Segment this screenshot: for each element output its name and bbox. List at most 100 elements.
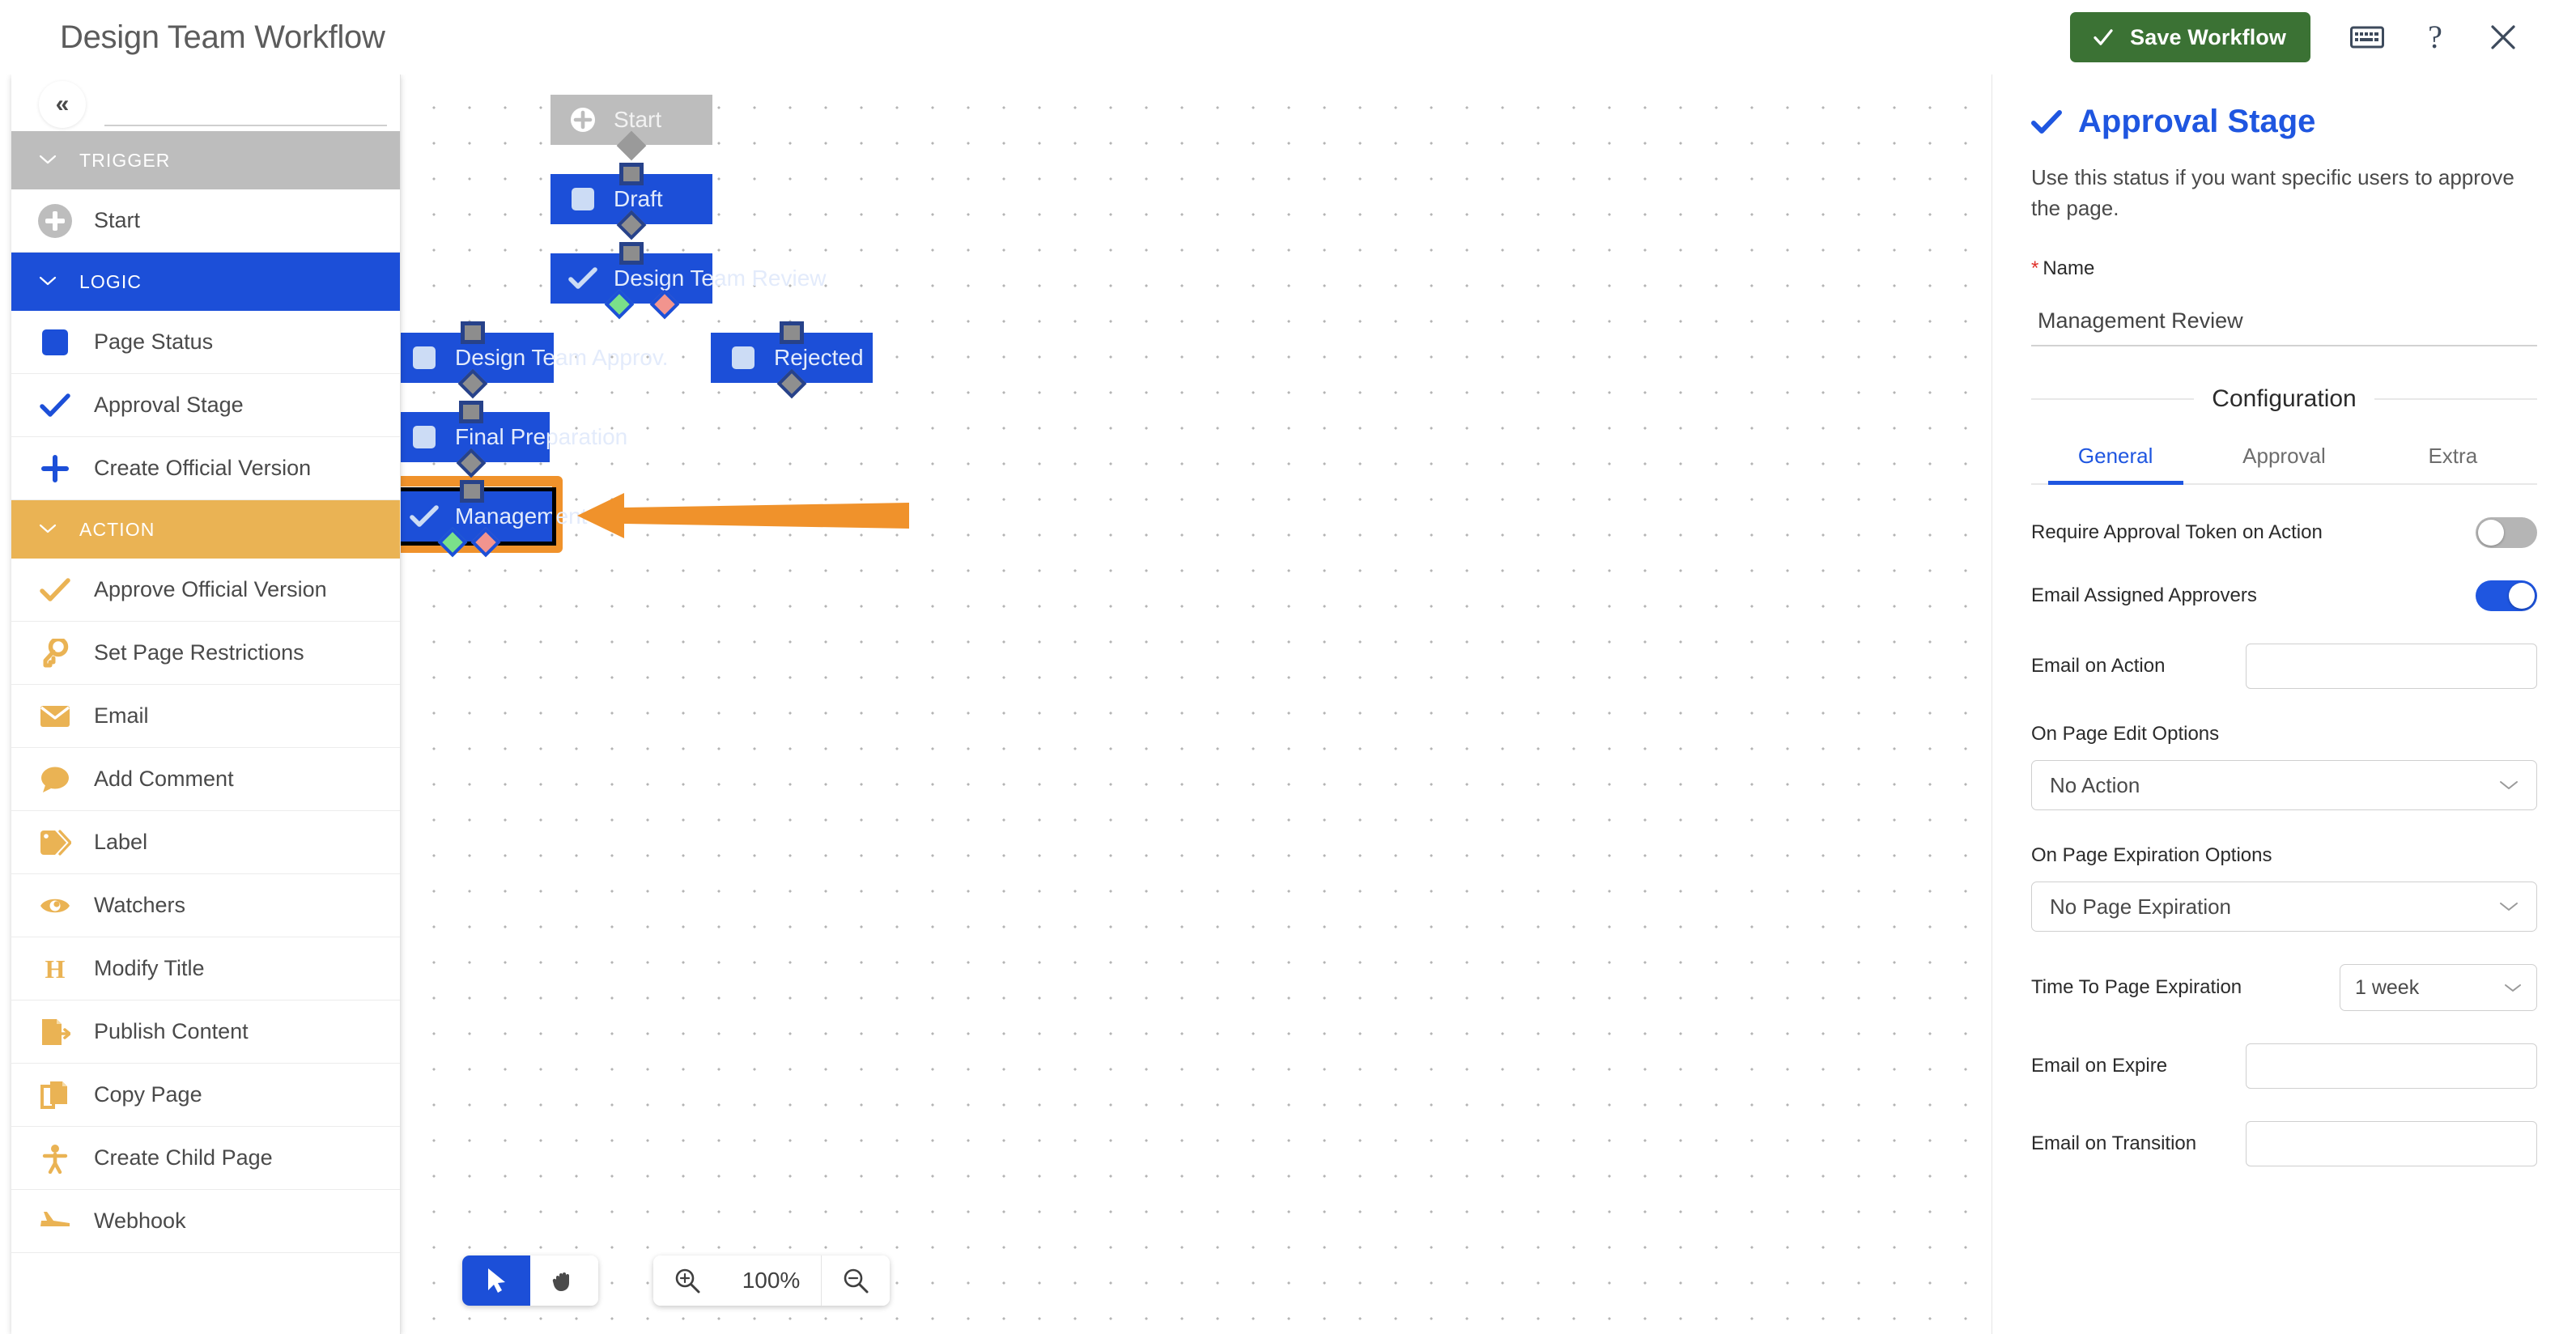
configuration-tabs: General Approval Extra bbox=[2031, 444, 2537, 486]
sidebar-section-label: LOGIC bbox=[79, 270, 142, 292]
sidebar-item-create-official-version[interactable]: Create Official Version bbox=[11, 437, 400, 500]
tag-icon bbox=[34, 825, 76, 860]
tab-approval[interactable]: Approval bbox=[2242, 444, 2326, 469]
node-connector-in[interactable] bbox=[619, 242, 644, 265]
sidebar-item-label: Approval Stage bbox=[94, 393, 244, 417]
on-page-expiration-options-select[interactable]: No Page Expiration bbox=[2031, 882, 2537, 933]
zoom-in-icon bbox=[675, 1268, 700, 1294]
on-page-edit-options-select[interactable]: No Action bbox=[2031, 760, 2537, 811]
sidebar-item-email[interactable]: Email bbox=[11, 685, 400, 748]
sidebar-item-create-child-page[interactable]: Create Child Page bbox=[11, 1127, 400, 1190]
sidebar-item-approval-stage[interactable]: Approval Stage bbox=[11, 374, 400, 437]
copy-icon bbox=[34, 1077, 76, 1113]
check-icon bbox=[34, 572, 76, 608]
node-connector-out[interactable] bbox=[776, 368, 807, 399]
keyboard-icon bbox=[2350, 26, 2384, 49]
check-icon bbox=[2094, 29, 2113, 45]
zoom-out-icon bbox=[844, 1268, 869, 1294]
cursor-arrow-icon bbox=[488, 1268, 505, 1293]
sidebar-item-label: Label bbox=[94, 830, 148, 854]
email-on-expire-input[interactable] bbox=[2246, 1043, 2537, 1090]
require-approval-token-row: Require Approval Token on Action bbox=[2031, 517, 2537, 549]
required-asterisk: * bbox=[2031, 257, 2039, 280]
email-assigned-approvers-toggle[interactable] bbox=[2476, 580, 2537, 612]
hand-icon bbox=[552, 1272, 569, 1291]
keyboard-shortcuts-button[interactable] bbox=[2333, 9, 2401, 66]
email-on-action-input[interactable] bbox=[2246, 644, 2537, 690]
pointer-tool-button[interactable] bbox=[462, 1255, 530, 1306]
email-on-transition-input[interactable] bbox=[2246, 1121, 2537, 1167]
canvas-node-final-preparation[interactable]: Final Preparation bbox=[401, 401, 627, 478]
email-on-expire-row: Email on Expire bbox=[2031, 1043, 2537, 1090]
sidebar-section-label: TRIGGER bbox=[79, 149, 171, 171]
canvas-node-draft[interactable]: Draft bbox=[550, 163, 712, 240]
check-icon bbox=[34, 388, 76, 423]
zoom-in-button[interactable] bbox=[653, 1255, 721, 1306]
sidebar-item-webhook[interactable]: Webhook bbox=[11, 1190, 400, 1253]
zoom-control-group: 100% bbox=[653, 1255, 890, 1306]
sidebar-item-label: Email bbox=[94, 703, 149, 728]
node-connector-out[interactable] bbox=[616, 130, 647, 161]
tab-general[interactable]: General bbox=[2031, 444, 2200, 486]
node-connector-out[interactable] bbox=[456, 448, 486, 478]
node-connector-in[interactable] bbox=[458, 401, 483, 423]
help-button[interactable]: ? bbox=[2401, 9, 2469, 66]
sidebar-item-start[interactable]: Start bbox=[11, 189, 400, 253]
envelope-icon bbox=[34, 699, 76, 734]
sidebar-item-label: Add Comment bbox=[94, 767, 234, 791]
sidebar-item-modify-title[interactable]: H Modify Title bbox=[11, 937, 400, 1000]
canvas-node-management-review[interactable]: Management Review bbox=[401, 480, 668, 558]
page-title: Design Team Workflow bbox=[60, 19, 385, 55]
zoom-out-button[interactable] bbox=[822, 1255, 890, 1306]
node-connector-approve[interactable] bbox=[604, 289, 635, 320]
node-connector-reject[interactable] bbox=[649, 289, 680, 320]
time-to-page-expiration-select[interactable]: 1 week bbox=[2340, 964, 2537, 1012]
require-approval-token-toggle[interactable] bbox=[2476, 517, 2537, 549]
tab-extra[interactable]: Extra bbox=[2428, 444, 2478, 469]
sidebar-item-label: Create Official Version bbox=[94, 456, 312, 480]
toggle-knob bbox=[2509, 583, 2535, 610]
node-connector-in[interactable] bbox=[780, 321, 804, 344]
zoom-level-value[interactable]: 100% bbox=[721, 1255, 822, 1306]
sidebar-item-label[interactable]: Label bbox=[11, 811, 400, 874]
canvas-node-design-team-approved[interactable]: Design Team Approv. bbox=[401, 321, 669, 399]
node-connector-in[interactable] bbox=[619, 163, 644, 185]
sidebar-item-add-comment[interactable]: Add Comment bbox=[11, 748, 400, 811]
node-connector-in[interactable] bbox=[460, 480, 484, 503]
sidebar-item-label: Create Child Page bbox=[94, 1145, 273, 1170]
name-input[interactable] bbox=[2031, 296, 2537, 347]
sidebar-item-publish-content[interactable]: Publish Content bbox=[11, 1000, 400, 1064]
node-connector-out[interactable] bbox=[616, 210, 647, 240]
canvas-node-rejected[interactable]: Rejected bbox=[711, 321, 873, 399]
search-input[interactable] bbox=[104, 125, 387, 126]
sidebar-item-copy-page[interactable]: Copy Page bbox=[11, 1064, 400, 1127]
email-on-transition-label: Email on Transition bbox=[2031, 1132, 2197, 1155]
sidebar-item-page-status[interactable]: Page Status bbox=[11, 311, 400, 374]
sidebar-item-set-page-restrictions[interactable]: Set Page Restrictions bbox=[11, 622, 400, 685]
eye-icon bbox=[34, 888, 76, 924]
square-icon bbox=[727, 342, 759, 374]
pan-tool-button[interactable] bbox=[530, 1255, 598, 1306]
node-connector-in[interactable] bbox=[461, 321, 485, 344]
annotation-arrow bbox=[577, 493, 909, 538]
sidebar-section-trigger[interactable]: TRIGGER bbox=[11, 131, 400, 189]
check-icon bbox=[408, 500, 440, 533]
workflow-canvas[interactable]: Start Draft Design Team Review Design Te… bbox=[401, 74, 1992, 1334]
canvas-node-start[interactable]: Start bbox=[550, 95, 712, 161]
sidebar-item-watchers[interactable]: Watchers bbox=[11, 874, 400, 937]
sidebar-item-approve-official-version[interactable]: Approve Official Version bbox=[11, 559, 400, 622]
node-connector-out[interactable] bbox=[457, 368, 488, 399]
time-to-page-expiration-value: 1 week bbox=[2355, 975, 2420, 999]
sidebar-section-action[interactable]: ACTION bbox=[11, 500, 400, 559]
save-workflow-button[interactable]: Save Workflow bbox=[2070, 12, 2310, 62]
sidebar-collapse-button[interactable]: « bbox=[39, 81, 86, 128]
top-bar: Design Team Workflow Save Workflow bbox=[0, 0, 2576, 74]
chevron-down-icon bbox=[2499, 898, 2519, 916]
canvas-node-label: Design Team Review bbox=[614, 266, 827, 291]
key-icon bbox=[34, 635, 76, 671]
sidebar-section-logic[interactable]: LOGIC bbox=[11, 253, 400, 311]
close-button[interactable] bbox=[2469, 9, 2537, 66]
panel-title: Approval Stage bbox=[2031, 104, 2537, 140]
component-sidebar: « TRIGGER Start LOGIC Page Status bbox=[11, 74, 401, 1334]
canvas-node-design-team-review[interactable]: Design Team Review bbox=[550, 242, 827, 320]
